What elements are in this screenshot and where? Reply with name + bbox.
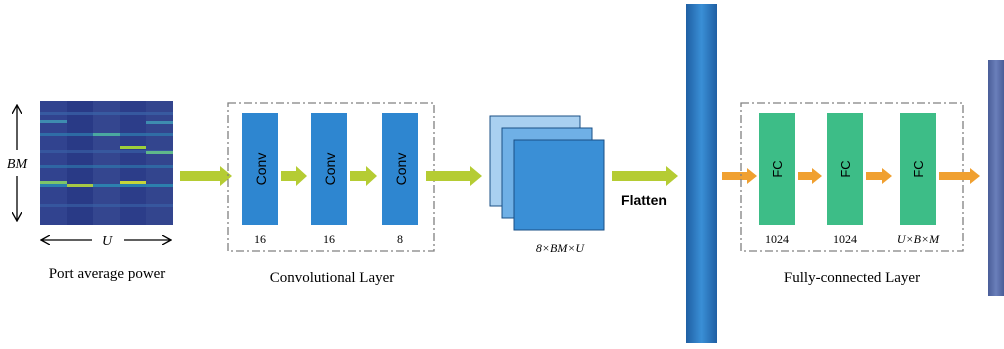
input-heatmap	[40, 101, 173, 225]
orange-arrow-3	[866, 168, 892, 184]
flatten-label: Flatten	[621, 192, 667, 208]
conv-layer-1: Conv 16	[242, 113, 278, 246]
conv-layer-channels: 16	[323, 232, 335, 246]
flatten-vector	[686, 4, 717, 343]
fc-layer-3: FC U×B×M	[897, 113, 940, 246]
conv-layer-2: Conv 16	[311, 113, 347, 246]
fc-layer-units: 1024	[765, 232, 789, 246]
orange-arrow-4	[939, 168, 980, 184]
orange-arrow-1	[722, 168, 757, 184]
conv-layer-label: Conv	[393, 153, 409, 186]
u-axis-label: U	[102, 234, 113, 249]
conv-layer-label: Conv	[322, 153, 338, 186]
green-arrow-5	[612, 166, 678, 186]
conv-layer-3: Conv 8	[382, 113, 418, 246]
conv-layer-channels: 8	[397, 232, 403, 246]
fc-layer-label: FC	[838, 160, 853, 177]
fc-layer-label: FC	[770, 160, 785, 177]
fc-layer-units: 1024	[833, 232, 857, 246]
fc-layer-2: FC 1024	[827, 113, 863, 246]
fc-layer-label: FC	[911, 160, 926, 177]
feature-map-shape: 8×BM×U	[536, 241, 586, 255]
bm-axis-label: BM	[7, 157, 29, 172]
input-caption: Port average power	[49, 266, 166, 282]
fc-block-caption: Fully-connected Layer	[784, 270, 920, 286]
green-arrow-2	[281, 166, 307, 186]
output-vector	[988, 60, 1004, 296]
green-arrow-4	[426, 166, 482, 186]
conv-layer-channels: 16	[254, 232, 266, 246]
conv-block-caption: Convolutional Layer	[270, 270, 395, 286]
orange-arrow-2	[798, 168, 822, 184]
fc-layer-1: FC 1024	[759, 113, 795, 246]
feature-map-stack	[489, 115, 605, 231]
fc-layer-units: U×B×M	[897, 232, 940, 246]
conv-layer-label: Conv	[253, 153, 269, 186]
green-arrow-1	[180, 166, 232, 186]
green-arrow-3	[350, 166, 377, 186]
